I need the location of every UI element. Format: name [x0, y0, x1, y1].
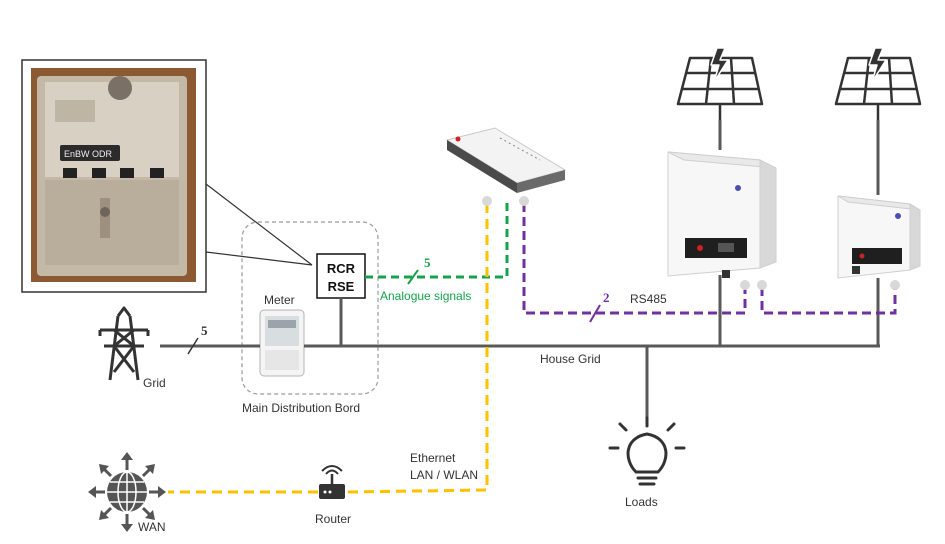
- rs485-label: RS485: [630, 292, 667, 306]
- solar-panel-icon: [834, 47, 922, 120]
- callout-line-bottom: [205, 251, 313, 266]
- power-lines: [160, 120, 880, 425]
- solar-panel-icon: [676, 47, 764, 120]
- meter-label: Meter: [264, 293, 295, 307]
- ethernet-label: Ethernet: [410, 451, 456, 465]
- rcr-label: RCR: [327, 261, 356, 276]
- meter-icon: [259, 309, 305, 377]
- wire-count-analogue: 5: [424, 255, 431, 270]
- wire-count-rs485-slash: [589, 304, 601, 323]
- grid-label: Grid: [143, 376, 166, 390]
- house-grid-label: House Grid: [540, 352, 601, 366]
- wire-count-rs485: 2: [603, 290, 610, 305]
- light-bulb-icon: [608, 416, 686, 486]
- router-label: Router: [315, 512, 351, 526]
- router-icon: [319, 465, 345, 499]
- meter-photo-inset: EnBW ODR: [21, 59, 207, 293]
- wan-label: WAN: [138, 520, 166, 534]
- main-distribution-label: Main Distribution Bord: [242, 401, 360, 415]
- wire-count-analogue-slash: [407, 269, 419, 285]
- rs485-line-inverter2: [760, 287, 897, 315]
- power-pylon-icon: [98, 306, 150, 381]
- lan-wlan-label: LAN / WLAN: [410, 468, 478, 482]
- wire-count-grid-slash: [187, 337, 199, 355]
- inverter-large-icon: [667, 151, 777, 290]
- rse-label: RSE: [328, 279, 355, 294]
- inverter-small-icon: [837, 195, 921, 290]
- gateway-device-icon: [445, 127, 567, 206]
- photo-device-label: EnBW ODR: [64, 149, 113, 159]
- rs485-line-inverter1: [522, 203, 747, 315]
- callout-line-top: [205, 183, 313, 266]
- main-distribution-outline: [241, 221, 379, 395]
- globe-network-icon: [88, 452, 166, 532]
- wire-count-grid: 5: [201, 323, 208, 338]
- loads-label: Loads: [625, 495, 658, 509]
- analogue-signals-label: Analogue signals: [380, 289, 471, 303]
